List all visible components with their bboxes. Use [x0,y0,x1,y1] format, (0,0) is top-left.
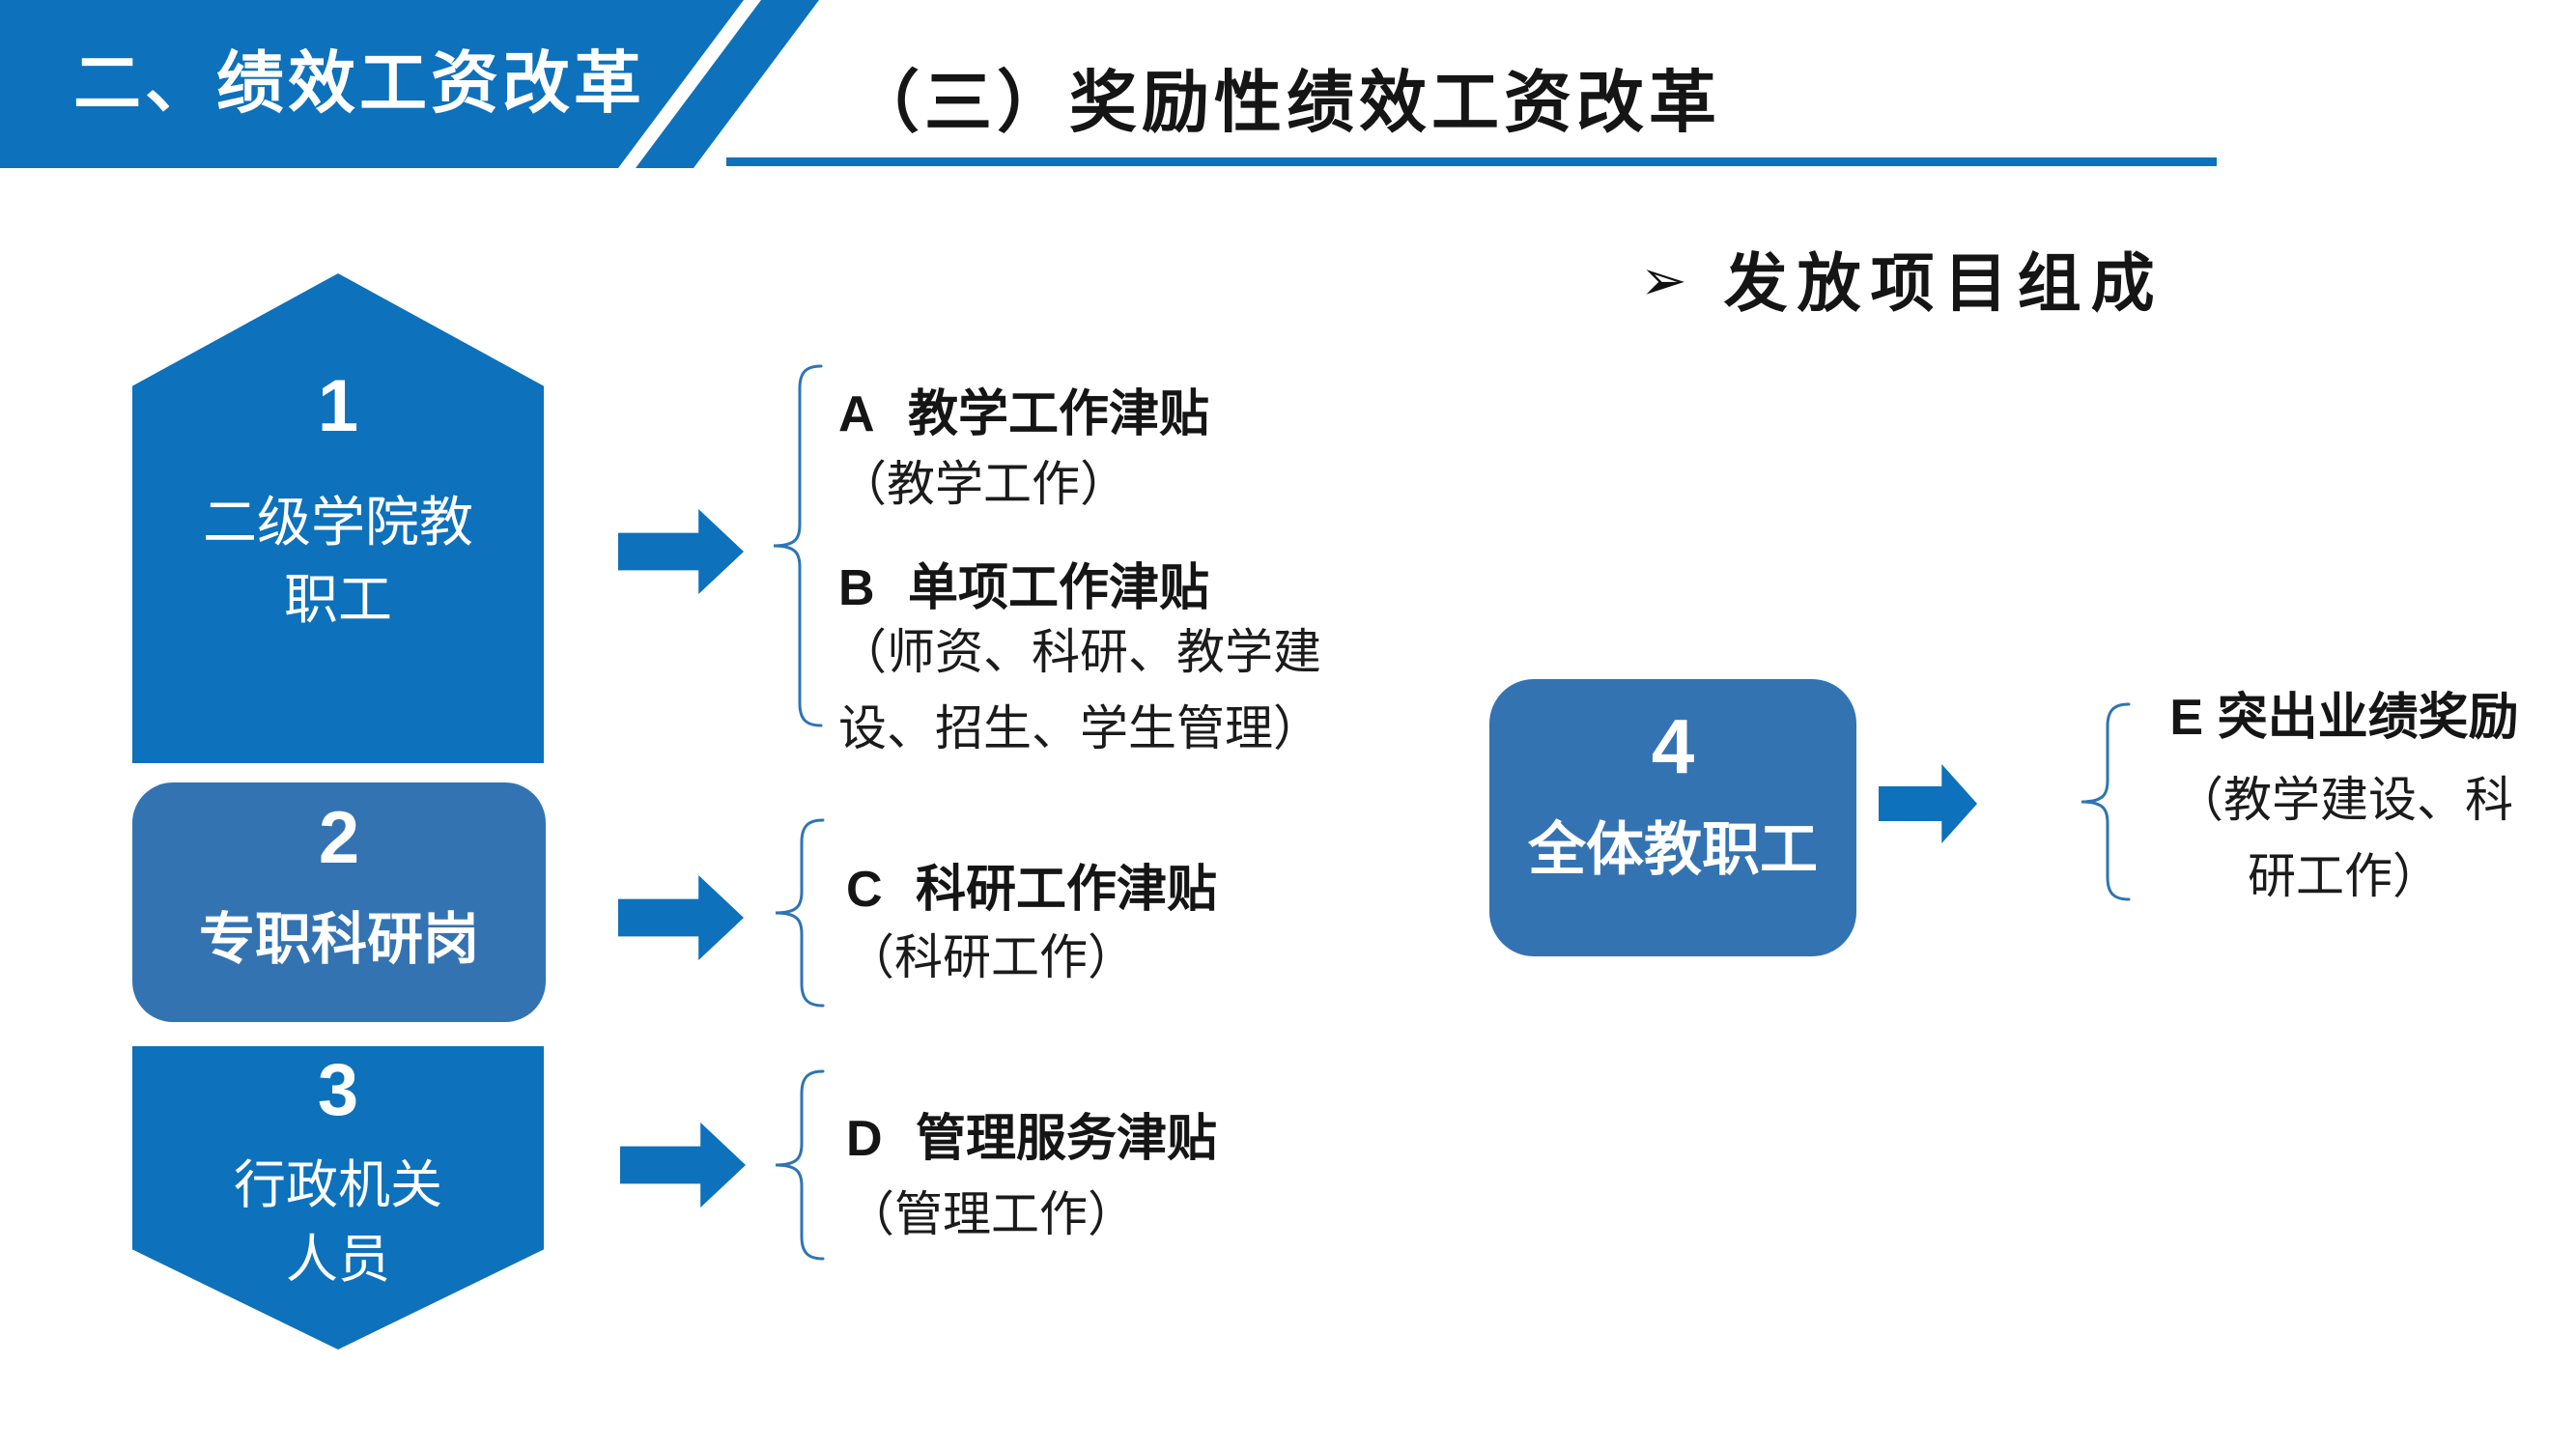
group-label-line: 人员 [286,1231,390,1290]
allowance-d-note: （管理工作） [846,1177,1136,1253]
allowance-e-block: E 突出业绩奖励 （教学建设、科 研工作） [2137,676,2552,915]
allowance-d-title: D 管理服务津贴 [846,1097,1217,1170]
allowance-letter: B [838,560,875,616]
group-shape-4: 4 全体教职工 [1489,679,1856,956]
group-label: 二级学院教 职工 [203,484,473,639]
page-title: （三）奖励性绩效工资改革 [852,65,1721,140]
banner-title: 二、绩效工资改革 [73,45,645,121]
arrow-bullet-icon: ➢ [1640,249,1687,312]
arrow-right-icon [1879,764,1977,843]
allowance-letter: D [846,1111,883,1167]
allowance-title-text: 科研工作津贴 [916,862,1218,918]
allowance-e-title: E 突出业绩奖励 [2137,676,2552,749]
arrow-right-icon [620,1123,746,1208]
group-number: 1 [317,365,359,447]
allowance-c-title: C 科研工作津贴 [846,848,1217,921]
allowance-note-line: （科研工作） [846,930,1136,984]
group-label: 专职科研岗 [198,908,479,971]
group-label-line: 二级学院教 [203,492,473,553]
allowance-c-note: （科研工作） [846,920,1136,996]
allowance-title-text: 教学工作津贴 [908,386,1210,442]
allowance-letter: A [838,386,875,442]
arrow-right-icon [618,875,744,960]
allowance-title-text: 突出业绩奖励 [2217,690,2519,746]
allowance-note-line: （教学工作） [838,457,1128,511]
section-title: 发放项目组成 [1723,247,2165,319]
allowance-letter: C [846,862,883,918]
allowance-note-line: （管理工作） [846,1187,1136,1241]
allowance-title-text: 管理服务津贴 [916,1111,1218,1167]
allowance-b-note: （师资、科研、教学建 设、招生、学生管理） [838,614,1321,767]
group-label-line: 行政机关 [234,1156,442,1214]
allowance-note-line: （教学建设、科 [2175,773,2513,827]
banner-shape [0,0,744,168]
allowance-b-title: B 单项工作津贴 [838,547,1209,619]
group-shape-3: 3 行政机关 人员 [132,1046,544,1350]
arrow-right-icon [618,509,744,594]
brace-icon [775,1069,825,1261]
brace-icon [2081,702,2131,901]
allowance-e-note: （教学建设、科 研工作） [2137,762,2552,915]
group-number: 4 [1651,703,1695,789]
group-label: 全体教职工 [1528,817,1818,882]
allowance-note-line: 研工作） [2248,849,2441,903]
allowance-note-line: （师资、科研、教学建 [838,625,1321,679]
section-heading: ➢ 发放项目组成 [1640,232,2165,325]
allowance-letter: E [2169,690,2204,746]
group-number: 3 [317,1049,359,1131]
allowance-a-title: A 教学工作津贴 [838,373,1209,445]
group-label-line: 职工 [284,569,392,631]
allowance-title-text: 单项工作津贴 [908,560,1210,616]
group-shape-1: 1 二级学院教 职工 [132,273,544,763]
allowance-note-line: 设、招生、学生管理） [838,701,1321,755]
group-shape-2: 2 专职科研岗 [132,782,546,1022]
header-underline [726,157,2217,166]
group-number: 2 [318,797,360,879]
brace-icon [775,818,825,1008]
group-label: 行政机关 人员 [234,1149,442,1297]
allowance-a-note: （教学工作） [838,446,1128,523]
brace-icon [773,364,823,727]
